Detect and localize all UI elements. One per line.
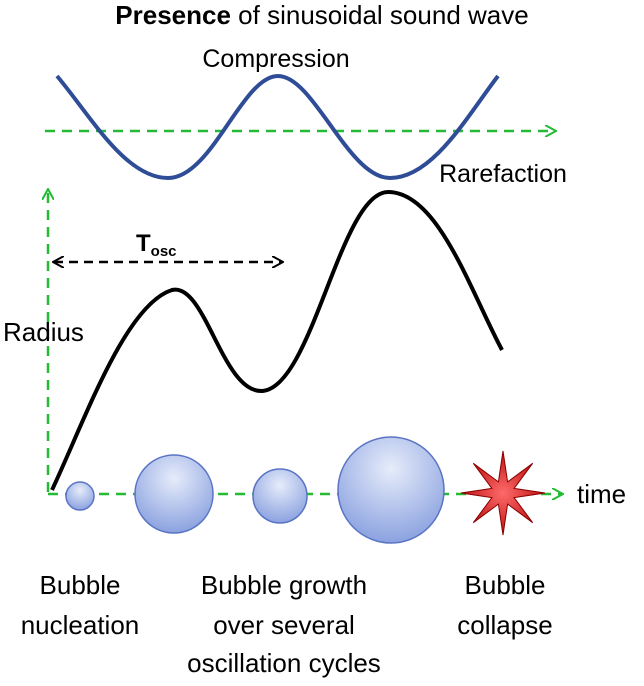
caption-collapse: Bubble collapse [457,570,552,640]
rarefaction-label: Rarefaction [439,160,567,188]
bubble-growth-2-icon [252,468,308,524]
caption-growth-line-3: oscillation cycles [187,648,381,678]
radius-axis-label: Radius [3,317,84,347]
radius-curve [50,189,504,491]
caption-collapse-line-1: Bubble [465,570,546,600]
oscillation-period-label: Tosc [136,230,177,260]
bubble-nucleation-icon [65,481,95,511]
caption-growth: Bubble growth over several oscillation c… [187,570,381,678]
diagram-title: Presence of sinusoidal sound wave [115,0,528,30]
bubble-growth-1-icon [134,454,214,534]
compression-label: Compression [202,45,349,73]
title-rest: of sinusoidal sound wave [231,0,529,30]
caption-growth-line-1: Bubble growth [201,570,367,600]
caption-growth-line-2: over several [213,610,355,640]
title-bold: Presence [115,0,231,30]
burst-star-icon [460,450,546,536]
sound-wave-curve [55,73,500,181]
caption-nucleation: Bubble nucleation [21,570,140,640]
t-osc-subscript: osc [151,243,177,260]
caption-collapse-line-2: collapse [457,610,552,640]
time-axis-label: time [577,479,626,509]
caption-nucleation-line-1: Bubble [40,570,121,600]
caption-nucleation-line-2: nucleation [21,610,140,640]
t-osc-main: T [136,230,151,257]
bubble-growth-3-icon [337,436,445,544]
